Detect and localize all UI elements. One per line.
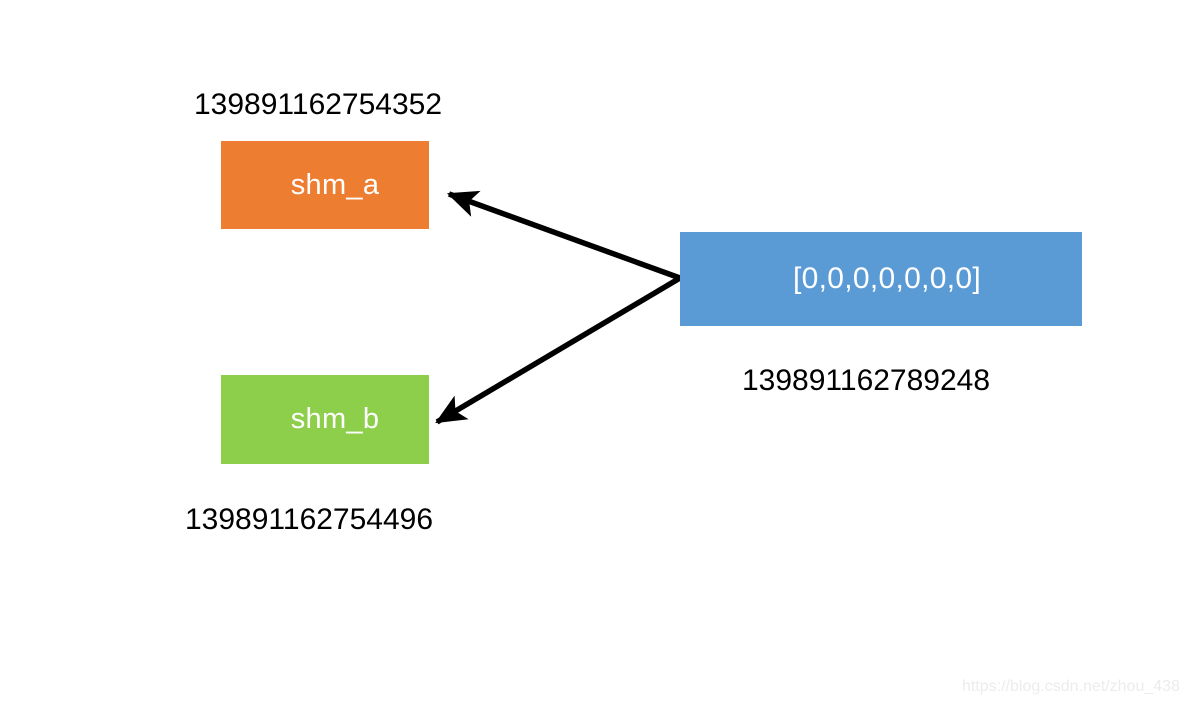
buffer-address-label: 139891162789248 bbox=[742, 364, 991, 397]
node-buffer-label: [0,0,0,0,0,0,0] bbox=[793, 262, 981, 295]
watermark: https://blog.csdn.net/zhou_438 bbox=[962, 678, 1180, 695]
node-shm-a-label: shm_a bbox=[290, 168, 380, 201]
node-shm-a[interactable]: shm_a bbox=[221, 141, 429, 229]
node-buffer[interactable]: [0,0,0,0,0,0,0] bbox=[680, 232, 1082, 326]
arrow-buffer-to-shm-a bbox=[446, 190, 681, 281]
shm-a-address-label: 139891162754352 bbox=[194, 88, 443, 121]
node-shm-b-label: shm_b bbox=[290, 403, 380, 435]
shm-b-address-label: 139891162754496 bbox=[185, 503, 434, 536]
arrow-buffer-to-shm-b bbox=[435, 275, 682, 425]
node-shm-b[interactable]: shm_b bbox=[221, 375, 429, 464]
